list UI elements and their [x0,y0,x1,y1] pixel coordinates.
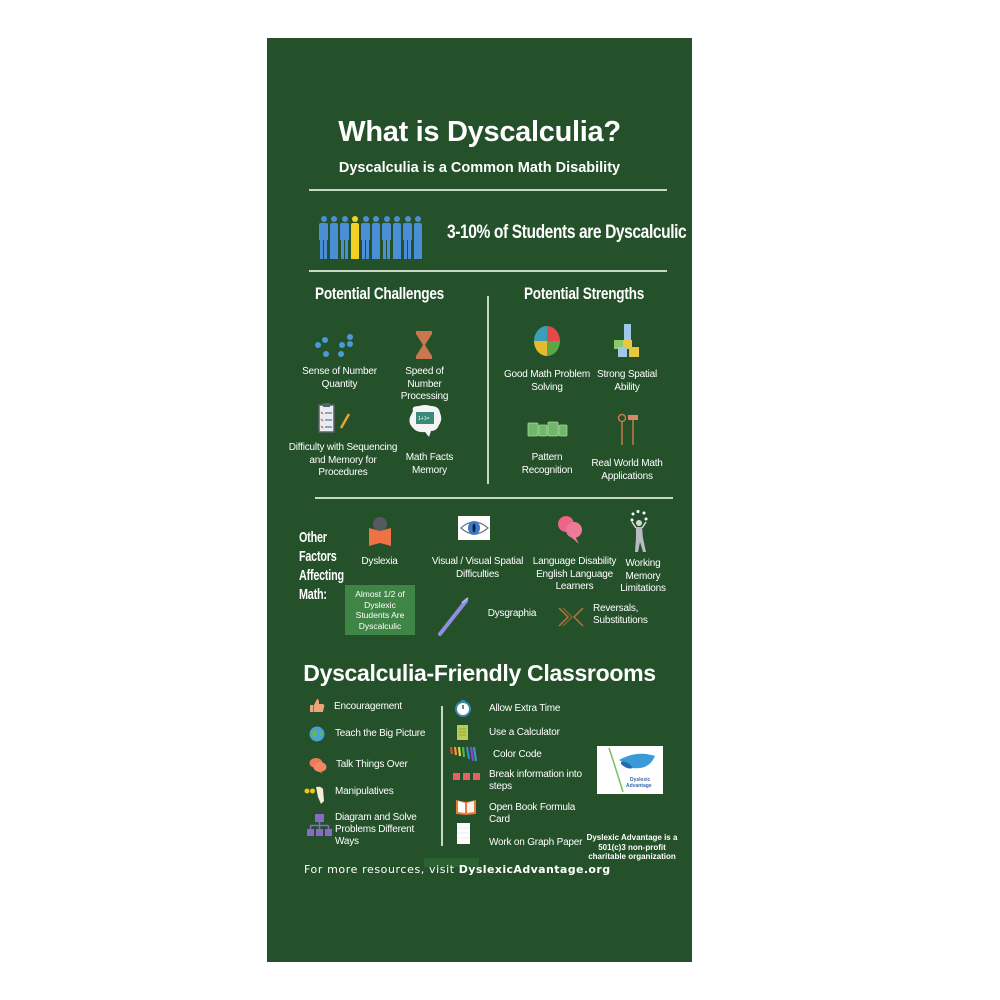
reversal-arrows-icon [558,607,584,627]
logo-text-line2: Advantage [626,783,652,789]
blocks-icon [614,324,639,357]
thumbs-up-icon [310,699,325,712]
heading-line: Math: [299,586,327,603]
challenge-label: Difficulty with Sequencing and Memory fo… [288,442,398,478]
footer-prefix: For more resources, visit [304,863,459,876]
page-title: What is Dyscalculia? [338,116,621,148]
statistic-text: 3-10% of Students are Dyscalculic [447,222,687,243]
globe-icon [309,726,325,742]
dyslexic-advantage-logo: Dyslexic Advantage [597,746,663,794]
people-icon-group [319,216,422,261]
chat-icon [309,758,327,774]
pen-icon [438,597,469,636]
classroom-tip: Break information into steps [489,769,582,792]
hand-counters-icon [304,786,324,804]
classroom-tip: Talk Things Over [336,759,408,770]
heading-line: Affecting [299,567,344,584]
svg-text:1+1=: 1+1= [418,416,429,422]
strength-label: Good Math Problem Solving [503,369,591,393]
footer-link[interactable]: DyslexicAdvantage.org [458,863,611,876]
challenge-label: Speed of Number Processing [400,366,449,402]
speech-bubbles-icon [558,516,582,544]
person-icon [350,216,359,261]
classrooms-heading: Dyscalculia-Friendly Classrooms [303,660,656,686]
butterfly-icon: Dyslexic Advantage [608,747,655,793]
hourglass-icon [416,331,432,359]
classroom-tip: Teach the Big Picture [335,728,426,739]
vertical-divider [487,296,489,484]
other-factors-heading: Other Factors Affecting Math: [299,528,344,604]
steps-icon [453,773,480,780]
diagram-icon [307,814,332,836]
divider [309,270,667,272]
challenges-heading: Potential Challenges [315,284,444,303]
dots-icon [315,334,353,357]
strength-label: Real World Math Applications [591,458,663,482]
person-icon [392,216,401,261]
person-icon [329,216,338,261]
calculator-icon [457,725,468,740]
open-book-icon [456,800,476,815]
color-pencils-icon [449,746,477,762]
person-icon [361,216,370,261]
factor-label: Working Memory Limitations [620,558,666,594]
footer: For more resources, visit DyslexicAdvant… [304,863,610,876]
page-subtitle: Dyscalculia is a Common Math Disability [338,160,621,176]
classroom-tip: Diagram and Solve Problems Different Way… [335,812,417,847]
heading-line: Other [299,529,327,546]
classroom-tip: Color Code [493,749,542,760]
graph-paper-icon [457,823,470,844]
person-icon [413,216,422,261]
classroom-tip: Encouragement [334,701,403,712]
person-icon [403,216,412,261]
eye-icon [458,516,490,540]
org-note: Dyslexic Advantage is a 501(c)3 non-prof… [586,833,678,861]
classroom-tip: Work on Graph Paper [489,837,583,848]
vertical-divider [441,706,443,846]
pattern-blocks-icon [527,421,568,437]
dyslexia-note-box: Almost 1/2 of Dyslexic Students Are Dysc… [345,585,415,635]
reader-icon [369,517,391,546]
juggler-icon [630,510,648,552]
person-icon [382,216,391,261]
person-icon [371,216,380,261]
logo-text-line1: Dyslexic [630,777,651,783]
factor-label: Dyslexia [361,556,398,567]
person-icon [340,216,349,261]
factor-label: Language Disability English Language Lea… [532,556,617,592]
factor-label: Dysgraphia [487,608,537,619]
strengths-heading: Potential Strengths [523,284,645,303]
divider [309,189,667,191]
puzzle-icon [534,326,560,356]
person-icon [319,216,328,261]
classroom-tip: Manipulatives [335,786,394,797]
brain-chalkboard-icon: 1+1= [409,405,442,437]
strength-label: Pattern Recognition [521,452,573,476]
strength-label: Strong Spatial Ability [596,369,658,393]
clock-icon [455,700,471,717]
divider [315,497,673,499]
footer-highlight [424,858,479,867]
clipboard-pencil-icon [318,403,351,433]
classroom-tip: Open Book Formula Card [489,802,576,825]
classroom-tip: Use a Calculator [489,727,560,738]
tools-icon [617,413,638,445]
factor-label: Visual / Visual Spatial Difficulties [431,556,524,580]
heading-line: Factors [299,548,337,565]
factor-label: Reversals, Substitutions [593,603,648,626]
challenge-label: Sense of Number Quantity [302,366,377,390]
challenge-label: Math Facts Memory [405,452,454,476]
infographic-panel: What is Dyscalculia? Dyscalculia is a Co… [267,38,692,962]
classroom-tip: Allow Extra Time [489,703,561,714]
